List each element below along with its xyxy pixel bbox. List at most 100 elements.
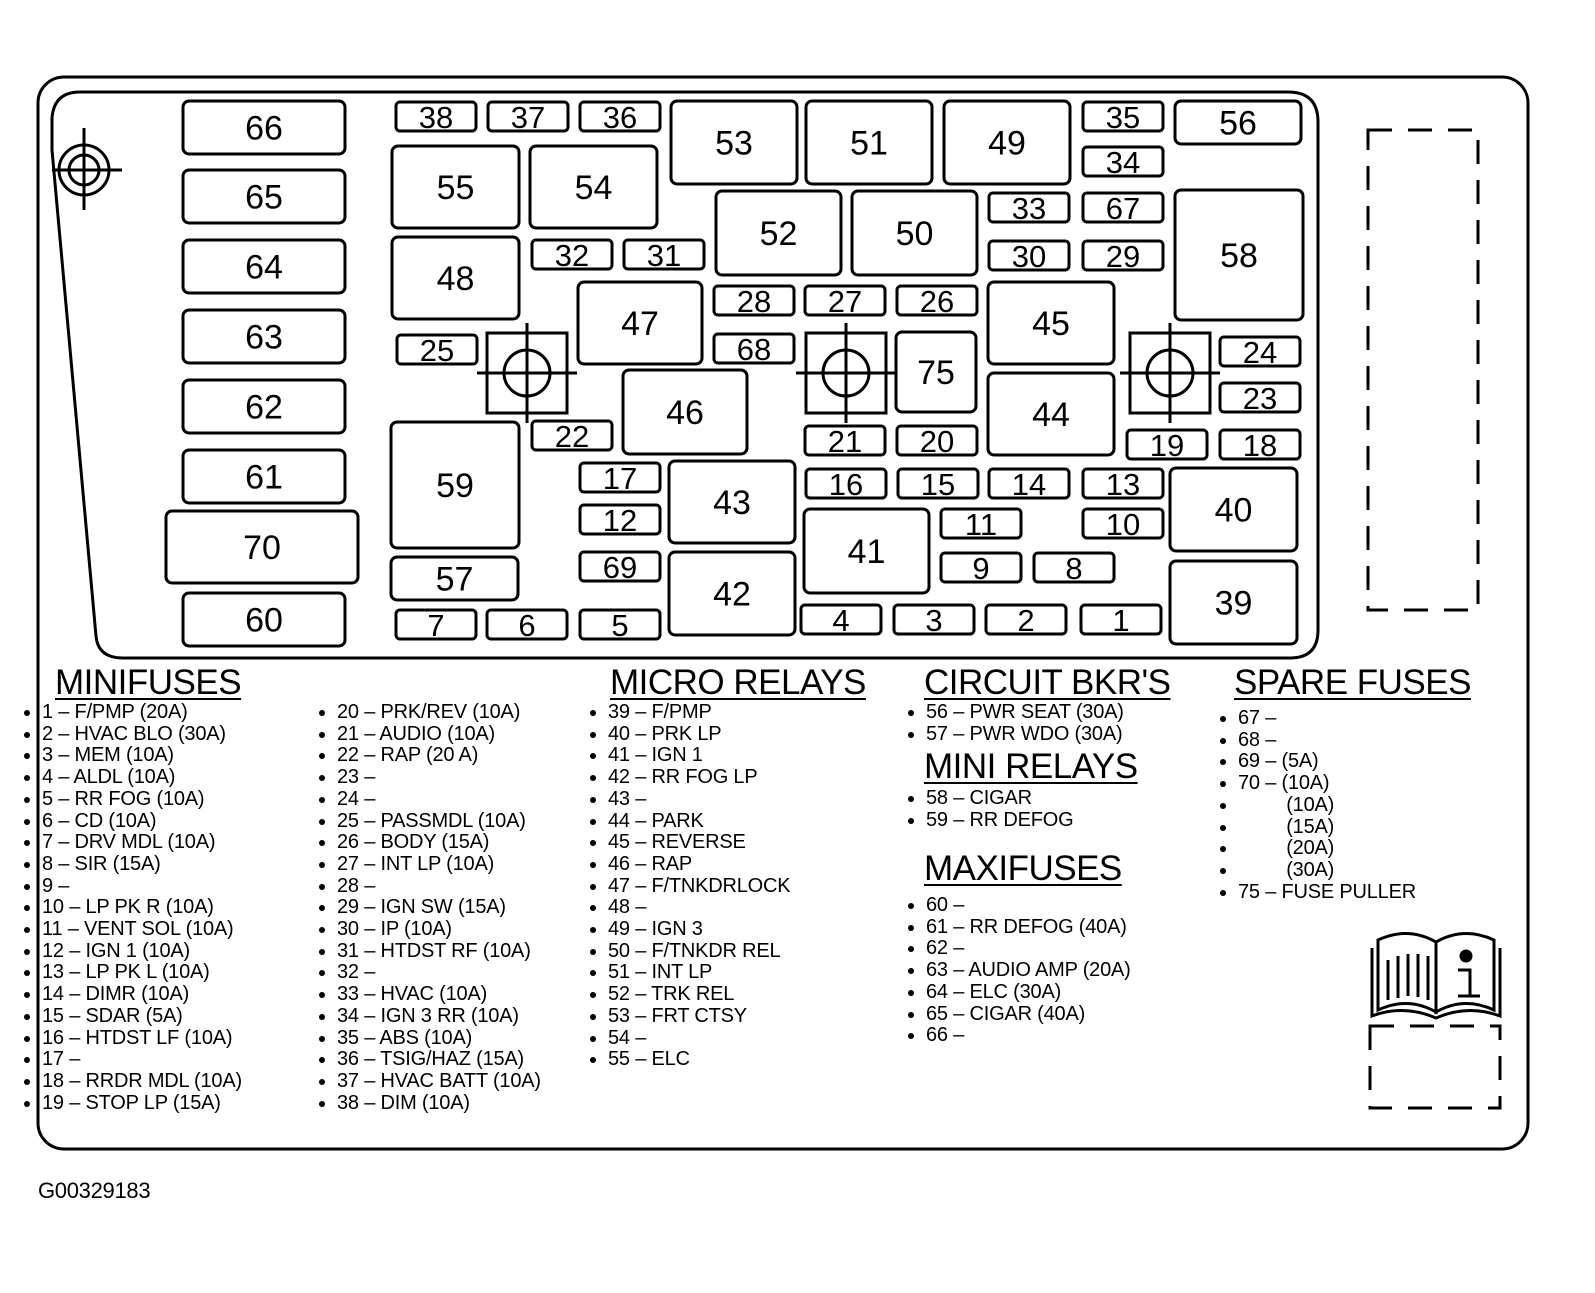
fuse-slot-57: 57 (389, 555, 520, 602)
fuse-slot-9: 9 (939, 551, 1023, 586)
fuse-slot-box (1081, 191, 1165, 224)
fuse-slot-box (895, 284, 979, 317)
legend-item: 32 – (337, 962, 541, 984)
fuse-slot-35: 35 (1081, 100, 1165, 135)
fuse-slot-40: 40 (1168, 466, 1299, 553)
fuse-slot-28: 28 (712, 284, 796, 319)
legend-item: 58 – CIGAR (926, 787, 1073, 810)
legend-item: 27 – INT LP (10A) (337, 853, 541, 876)
fuse-slot-29: 29 (1081, 239, 1165, 274)
fuse-slot-number: 17 (603, 461, 637, 496)
fuse-slot-number: 19 (1150, 428, 1184, 463)
legend-item: 12 – IGN 1 (10A) (42, 940, 242, 963)
fuse-slot-number: 20 (920, 424, 954, 459)
fuse-slot-65: 65 (181, 168, 347, 225)
legend-item: 42 – RR FOG LP (608, 766, 790, 789)
fuse-slot-number: 15 (921, 467, 955, 502)
fuse-slot-box (1168, 466, 1299, 553)
legend-item: 37 – HVAC BATT (10A) (337, 1070, 541, 1093)
fuse-slot-box (987, 191, 1071, 224)
fuse-slot-box (578, 100, 662, 133)
registration-target-icon (52, 128, 122, 210)
fuse-slot-24: 24 (1218, 335, 1302, 370)
fuse-slot-number: 43 (713, 484, 751, 522)
fuse-slot-box (895, 424, 979, 457)
fuse-slot-20: 20 (895, 424, 979, 459)
fuse-slot-number: 57 (436, 561, 474, 599)
legend-item: 75 – FUSE PULLER (1238, 881, 1416, 904)
fuse-slot-number: 40 (1215, 492, 1253, 530)
fuse-slot-19: 19 (1125, 428, 1209, 463)
legend-spare-fuses: SPARE FUSES (1234, 664, 1471, 702)
legend-item: 30 – IP (10A) (337, 918, 541, 941)
fuse-slot-box (714, 189, 843, 277)
fuse-slot-number: 32 (555, 238, 589, 273)
fuse-slot-38: 38 (394, 100, 478, 135)
fuse-slot-box (622, 238, 706, 271)
fuse-slot-18: 18 (1218, 428, 1302, 463)
legend-item: 34 – IGN 3 RR (10A) (337, 1005, 541, 1028)
fuse-slot-4: 4 (799, 603, 883, 638)
fuse-slot-number: 54 (575, 169, 613, 207)
fuse-slot-box (1081, 507, 1165, 540)
fuse-slot-box (621, 368, 749, 456)
fuse-slot-8: 8 (1032, 551, 1116, 586)
fuse-slot-box (395, 333, 479, 366)
fuse-slot-box (1173, 99, 1303, 146)
fuse-slot-number: 8 (1065, 551, 1082, 586)
fuse-slot-box (1079, 603, 1163, 636)
legend-item: 41 – IGN 1 (608, 745, 790, 767)
fuse-slot-16: 16 (804, 467, 888, 502)
fuse-slot-box (1218, 381, 1302, 414)
fuse-slot-number: 26 (920, 284, 954, 319)
fuse-slot-number: 60 (245, 602, 283, 640)
mounting-bolt-icon (1120, 323, 1220, 423)
fuse-slot-number: 1 (1112, 603, 1129, 638)
legend-item: 5 – RR FOG (10A) (42, 788, 242, 811)
fuse-slot-5: 5 (578, 608, 662, 643)
fuse-slot-number: 41 (848, 533, 886, 571)
legend-item: 56 – PWR SEAT (30A) (926, 701, 1124, 724)
legend-item: 18 – RRDR MDL (10A) (42, 1070, 242, 1093)
legend-micro-relays-list: 39 – F/PMP40 – PRK LP41 – IGN 142 – RR F… (608, 701, 791, 1071)
fuse-slot-number: 21 (828, 424, 862, 459)
fuse-slot-number: 6 (518, 608, 535, 643)
fuse-slot-number: 3 (925, 603, 942, 638)
fuse-slot-number: 53 (715, 125, 753, 163)
fuse-slot-36: 36 (578, 100, 662, 135)
legend-item: (10A) (1238, 794, 1416, 817)
legend-item: 47 – F/TNKDRLOCK (608, 875, 791, 898)
fuse-slot-number: 28 (737, 284, 771, 319)
fuse-slot-box (1168, 559, 1299, 646)
fuse-slot-number: 58 (1220, 237, 1258, 275)
legend-item: 28 – (337, 875, 541, 898)
fuse-slot-number: 9 (972, 551, 989, 586)
fuse-slot-66: 66 (181, 99, 347, 156)
fuse-slot-number: 29 (1106, 239, 1140, 274)
legend-maxifuses: MAXIFUSES (924, 850, 1122, 888)
legend-item: 35 – ABS (10A) (337, 1027, 541, 1050)
fuse-slot-67: 67 (1081, 191, 1165, 226)
legend-item: 15 – SDAR (5A) (42, 1005, 242, 1028)
fuse-slot-31: 31 (622, 238, 706, 273)
fuse-slot-61: 61 (181, 448, 347, 505)
legend-item: 57 – PWR WDO (30A) (926, 723, 1124, 746)
fuse-slot-number: 16 (829, 467, 863, 502)
fuse-slot-number: 39 (1215, 585, 1253, 623)
fuse-slot-43: 43 (667, 459, 797, 545)
fuse-slot-box (667, 459, 797, 545)
fuse-slot-box (181, 448, 347, 505)
legend-item: 1 – F/PMP (20A) (42, 701, 242, 724)
legend-item: 52 – TRK REL (608, 983, 790, 1006)
legend-item: 31 – HTDST RF (10A) (337, 940, 541, 963)
fuse-slot-number: 48 (437, 260, 475, 298)
fuse-slot-box (987, 239, 1071, 272)
legend-item: 21 – AUDIO (10A) (337, 723, 541, 746)
fuse-slot-box (894, 330, 978, 414)
fuse-slot-box (1173, 188, 1305, 322)
fuse-slot-62: 62 (181, 378, 347, 435)
fuse-slot-23: 23 (1218, 381, 1302, 416)
fuse-slot-number: 11 (965, 507, 997, 542)
legend-item: 9 – (42, 875, 242, 898)
